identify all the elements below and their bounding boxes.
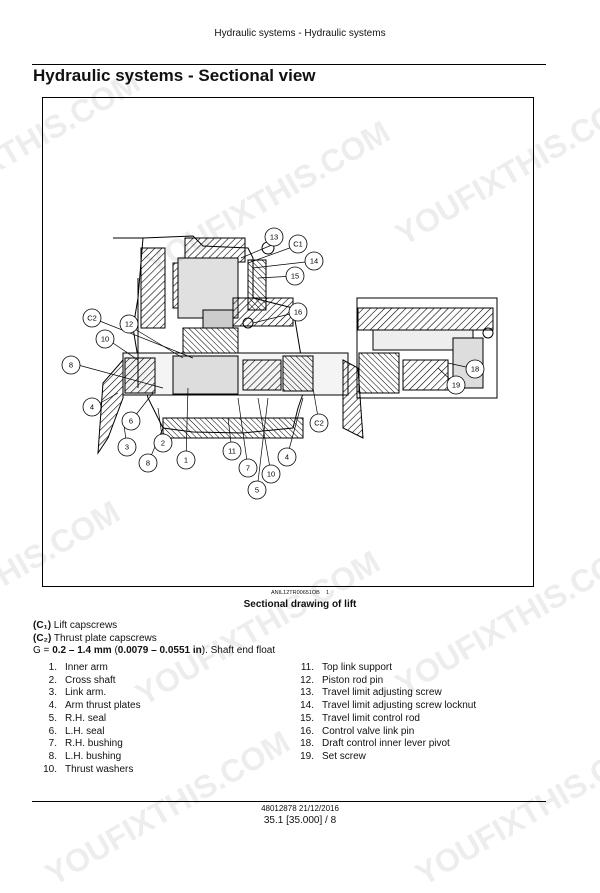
list-item: 4.Arm thrust plates (48, 700, 141, 712)
list-item: 18.Draft control inner lever pivot (300, 738, 450, 750)
svg-text:8: 8 (146, 459, 150, 468)
svg-text:C2: C2 (314, 419, 324, 428)
callout-7: 7 (238, 458, 258, 478)
list-item: 13.Travel limit adjusting screw (300, 687, 442, 699)
callout-8-left: 8 (61, 355, 81, 375)
svg-text:7: 7 (246, 464, 250, 473)
svg-text:10: 10 (267, 470, 275, 479)
callout-4-left: 4 (82, 397, 102, 417)
svg-text:16: 16 (294, 308, 302, 317)
callout-8-bottom: 8 (138, 453, 158, 473)
draft-control-detail (356, 297, 498, 399)
svg-text:8: 8 (69, 361, 73, 370)
svg-text:4: 4 (285, 453, 289, 462)
svg-text:15: 15 (291, 272, 299, 281)
list-item: 15.Travel limit control rod (300, 712, 420, 724)
svg-text:4: 4 (90, 403, 94, 412)
list-item: 14.Travel limit adjusting screw locknut (300, 700, 477, 712)
callout-4-bottom: 4 (277, 447, 297, 467)
svg-text:12: 12 (125, 320, 133, 329)
note-g: G = 0.2 – 1.4 mm (0.0079 – 0.0551 in). S… (33, 645, 276, 656)
page-title: Hydraulic systems - Sectional view (33, 66, 316, 85)
notes-block: (C₁) Lift capscrews (C₂) Thrust plate ca… (33, 620, 275, 658)
figure-number: 1 (325, 590, 330, 596)
callout-c1: C1 (288, 234, 308, 254)
list-item: 8.L.H. bushing (48, 750, 122, 762)
list-item: 7.R.H. bushing (48, 738, 123, 750)
list-item: 19.Set screw (300, 750, 366, 762)
callout-2: 2 (153, 433, 173, 453)
callout-10-bottom: 10 (261, 464, 281, 484)
callout-12: 12 (119, 314, 139, 334)
note-c2: (C₂) Thrust plate capscrews (33, 632, 157, 644)
list-item: 5.R.H. seal (48, 712, 107, 724)
footer-doc-code: 48012878 21/12/2016 (261, 804, 339, 813)
svg-text:6: 6 (129, 417, 133, 426)
figure-code: ANIL12TR00651OB 1 (270, 590, 330, 596)
top-rule (32, 64, 546, 65)
svg-text:10: 10 (101, 335, 109, 344)
svg-text:C1: C1 (293, 240, 303, 249)
callout-13: 13 (264, 227, 284, 247)
list-item: 3.Link arm. (48, 687, 107, 699)
svg-text:18: 18 (471, 365, 479, 374)
list-item: 1.Inner arm (48, 662, 108, 673)
list-item: 6.L.H. seal (48, 725, 105, 737)
callout-5: 5 (247, 480, 267, 500)
callout-1: 1 (176, 450, 196, 470)
list-item: 16.Control valve link pin (300, 725, 415, 737)
svg-text:5: 5 (255, 486, 259, 495)
callout-11: 11 (222, 441, 242, 461)
running-header: Hydraulic systems - Hydraulic systems (214, 28, 386, 39)
footer-page-number: 35.1 [35.000] / 8 (263, 815, 337, 826)
svg-text:1: 1 (184, 456, 188, 465)
figure-frame: 13 C1 14 15 16 C2 12 10 8 4 2 6 3 C2 8 1… (42, 97, 534, 587)
callout-3: 3 (117, 437, 137, 457)
sectional-drawing: 13 C1 14 15 16 C2 12 10 8 4 2 6 3 C2 8 1… (61, 227, 498, 500)
callout-14: 14 (304, 251, 324, 271)
parts-list-right: 11.Top link support 12.Piston rod pin 13… (290, 662, 476, 764)
callout-6: 6 (121, 411, 141, 431)
list-item: 12.Piston rod pin (300, 674, 384, 686)
callout-15: 15 (285, 266, 305, 286)
svg-text:3: 3 (125, 443, 129, 452)
list-item: 11.Top link support (300, 662, 393, 673)
callout-19: 19 (446, 375, 466, 395)
svg-text:2: 2 (161, 439, 165, 448)
callout-c2-top: C2 (82, 308, 102, 328)
bottom-rule (32, 801, 546, 802)
parts-list-left: 1.Inner arm 2.Cross shaft 3.Link arm. 4.… (33, 662, 141, 776)
list-item: 10.Thrust washers (43, 763, 134, 775)
svg-text:11: 11 (228, 447, 236, 456)
figure-caption: Sectional drawing of lift (243, 599, 357, 610)
callout-10-left: 10 (95, 329, 115, 349)
svg-text:14: 14 (310, 257, 318, 266)
callout-18: 18 (465, 359, 485, 379)
svg-text:13: 13 (270, 233, 278, 242)
list-item: 2.Cross shaft (48, 674, 116, 686)
callout-c2-right: C2 (309, 413, 329, 433)
svg-text:C2: C2 (87, 314, 97, 323)
callout-16: 16 (288, 302, 308, 322)
note-c1: (C₁) Lift capscrews (33, 620, 118, 631)
lift-housing-section (97, 235, 364, 455)
svg-text:19: 19 (452, 381, 460, 390)
